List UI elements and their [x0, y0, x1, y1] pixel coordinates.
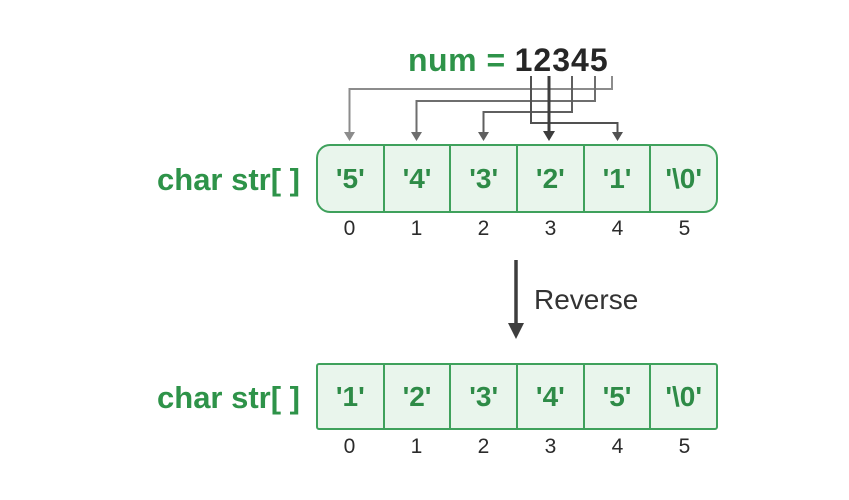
top-cell-4: '1': [585, 146, 652, 211]
bottom-array-box: '1' '2' '3' '4' '5' '\0': [316, 363, 718, 430]
top-cell-5: '\0': [665, 162, 703, 194]
arrow-digit3-to-cell2: [478, 76, 573, 141]
num-label: num =: [408, 42, 506, 78]
top-index-2: 2: [477, 217, 490, 240]
arrow-digit4-to-cell1: [411, 76, 596, 141]
bottom-cell-4: '5': [585, 365, 652, 428]
bottom-cell-1: '2': [385, 365, 452, 428]
bottom-cell-5: '\0': [665, 380, 703, 412]
top-array-indices: 0 1 2 3 4 5: [316, 217, 718, 241]
num-declaration: num =12345: [408, 42, 609, 79]
bottom-cell-2: '3': [451, 365, 519, 428]
top-cell-1: '4': [385, 146, 452, 211]
arrow-digit1-to-cell4: [530, 76, 623, 141]
top-cell-0: '5': [318, 146, 385, 211]
top-array-label: char str[ ]: [157, 162, 300, 197]
bottom-index-2: 2: [477, 435, 490, 458]
top-cell-3: '2': [518, 146, 585, 211]
bottom-index-4: 4: [611, 435, 624, 458]
reverse-label: Reverse: [534, 284, 639, 315]
arrow-digit2-to-cell3: [543, 76, 555, 141]
bottom-cell-0: '1': [318, 365, 385, 428]
top-cell-2: '3': [451, 146, 519, 211]
top-array-box: '5' '4' '3' '2' '1' '\0': [316, 144, 718, 213]
bottom-index-1: 1: [410, 435, 423, 458]
bottom-array-label: char str[ ]: [157, 380, 300, 415]
top-index-1: 1: [410, 217, 423, 240]
reverse-arrow-icon: [508, 260, 524, 339]
top-index-5: 5: [678, 217, 691, 240]
top-index-4: 4: [611, 217, 624, 240]
bottom-cell-3: '4': [518, 365, 585, 428]
bottom-array-indices: 0 1 2 3 4 5: [316, 435, 718, 459]
bottom-index-5: 5: [678, 435, 691, 458]
top-index-3: 3: [544, 217, 557, 240]
bottom-index-3: 3: [544, 435, 557, 458]
top-index-0: 0: [343, 217, 356, 240]
arrow-digit5-to-cell0: [344, 76, 613, 141]
bottom-index-0: 0: [343, 435, 356, 458]
num-value: 12345: [514, 42, 609, 78]
